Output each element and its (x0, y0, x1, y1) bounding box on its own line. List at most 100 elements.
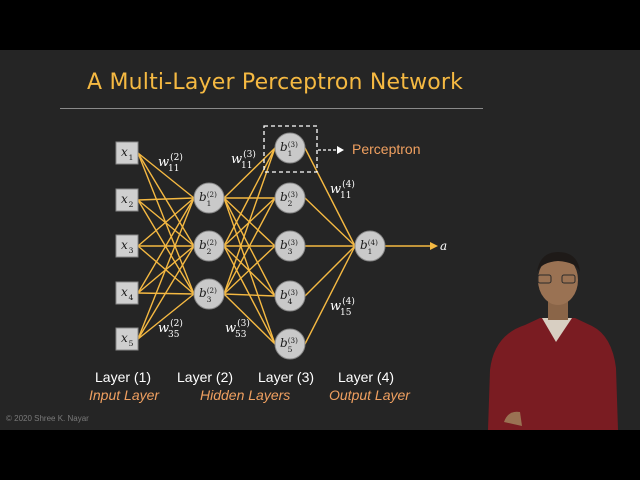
edge-b23-b32 (223, 197, 276, 295)
output-node-label: b(4)1 (360, 238, 378, 256)
hidden2-node-1-label: b(2)1 (199, 190, 217, 208)
edge-x3-b21 (137, 197, 195, 247)
edge-x5-b23 (137, 293, 195, 340)
hidden2-node-2-label-sup: (2) (207, 238, 217, 247)
hidden2-node-3-label: b(2)3 (199, 286, 217, 304)
edge-b35-b4 (304, 245, 356, 345)
edge-b32-b4 (304, 197, 356, 247)
presenter (488, 252, 618, 430)
title-underline (60, 108, 483, 109)
input-node-1-label-sub: 1 (128, 153, 133, 162)
hidden2-node-1-label-base: b (199, 190, 207, 204)
edge-b23-b33 (223, 245, 276, 295)
edge-x4-b21 (137, 197, 195, 294)
hidden3-node-4-label-sub: 4 (287, 297, 292, 306)
edge-x2-b23 (137, 199, 195, 295)
input-node-4-label-sub: 4 (128, 293, 133, 302)
hidden3-node-5-label-sup: (3) (288, 336, 298, 345)
input-node-1-label: x1 (121, 145, 133, 162)
hidden3-node-1-label: b(3)1 (280, 140, 298, 158)
nodes: x1x2x3x4x5b(2)1b(2)2b(2)3b(3)1b(3)2b(3)3… (115, 132, 447, 360)
hidden3-node-5-label: b(3)5 (280, 336, 298, 354)
hidden3-node-2-label-sub: 2 (287, 199, 292, 208)
hidden2-node-1 (193, 182, 225, 214)
hidden3-node-2-label-sup: (3) (288, 190, 298, 199)
hidden3-node-5 (274, 328, 306, 360)
layer-4-label: Layer (4) (338, 369, 395, 385)
slide-title: A Multi-Layer Perceptron Network (87, 70, 464, 95)
input-layer-caption: Input Layer (89, 387, 160, 403)
input-node-3-label-base: x (121, 238, 128, 252)
edge-b23-b34 (223, 293, 276, 297)
perceptron-box (263, 125, 318, 173)
perceptron-arrowhead (337, 146, 344, 154)
hidden3-node-3-label-sup: (3) (288, 238, 298, 247)
input-node-5 (115, 327, 139, 351)
hidden3-node-3 (274, 230, 306, 262)
edge-x2-b21 (137, 197, 195, 201)
network-diagram: Perceptron x1x2x3x4x5b(2)1b(2)2b(2)3b(3)… (115, 125, 447, 360)
copyright: © 2020 Shree K. Nayar (6, 414, 89, 423)
edges (137, 147, 438, 345)
output-node (354, 230, 386, 262)
input-node-2-label: x2 (121, 192, 133, 209)
output-layer-caption: Output Layer (329, 387, 410, 403)
hidden3-node-3-label-base: b (280, 238, 288, 252)
weight-w15_4: w(4)15 (330, 296, 355, 318)
weight-w53_3: w(3)53 (225, 318, 250, 340)
perceptron-callout: Perceptron (263, 125, 420, 173)
edge-b34-b4 (304, 245, 356, 297)
edge-x2-b22 (137, 199, 195, 247)
layer-1-label: Layer (1) (95, 369, 152, 385)
weight-labels: w(2)11w(2)35w(3)11w(3)53w(4)11w(4)15 (158, 149, 355, 340)
hidden3-node-2-label-base: b (280, 190, 288, 204)
output-node-label-sup: (4) (368, 238, 378, 247)
hidden3-node-1 (274, 132, 306, 164)
edge-b31-b4 (304, 147, 356, 247)
input-node-1 (115, 141, 139, 165)
input-node-3-label: x3 (121, 238, 133, 255)
hidden2-node-3-label-sup: (2) (207, 286, 217, 295)
hidden3-node-3-label: b(3)3 (280, 238, 298, 256)
input-node-2-label-sub: 2 (128, 200, 133, 209)
hidden3-node-4-label-base: b (280, 288, 288, 302)
hidden3-node-5-label-sub: 5 (287, 345, 292, 354)
hidden2-node-2 (193, 230, 225, 262)
hidden2-node-2-label-sub: 2 (206, 247, 211, 256)
edge-b22-b31 (223, 147, 276, 247)
output-value-label: a (440, 239, 447, 253)
edge-b23-b35 (223, 293, 276, 345)
hidden2-node-2-label-base: b (199, 238, 207, 252)
input-node-5-label-base: x (121, 331, 128, 345)
hidden2-node-3-label-sub: 3 (206, 295, 211, 304)
input-node-2 (115, 188, 139, 212)
edge-b21-b31 (223, 147, 276, 199)
hidden3-node-4 (274, 280, 306, 312)
layer-2-label: Layer (2) (177, 369, 234, 385)
hidden3-node-4-label-sup: (3) (288, 288, 298, 297)
hidden2-node-3 (193, 278, 225, 310)
weight-w11_2: w(2)11 (158, 152, 183, 174)
hidden2-node-2-label: b(2)2 (199, 238, 217, 256)
hidden3-node-2 (274, 182, 306, 214)
hidden2-node-1-label-sub: 1 (206, 199, 211, 208)
input-node-2-label-base: x (121, 192, 128, 206)
hidden2-node-1-label-sup: (2) (207, 190, 217, 199)
weight-w11_4: w(4)11 (330, 179, 355, 201)
input-node-5-label-sub: 5 (128, 339, 133, 348)
input-node-1-label-base: x (121, 145, 128, 159)
input-node-4 (115, 281, 139, 305)
edge-x5-b21 (137, 197, 195, 340)
output-node-label-sub: 1 (367, 247, 372, 256)
edge-x1-b21 (137, 152, 195, 199)
perceptron-label: Perceptron (352, 141, 420, 157)
hidden3-node-5-label-base: b (280, 336, 288, 350)
edge-x5-b22 (137, 245, 195, 340)
weight-w11_3: w(3)11 (231, 149, 256, 171)
input-node-3 (115, 234, 139, 258)
output-node-label-base: b (360, 238, 368, 252)
hidden3-node-1-label-sup: (3) (288, 140, 298, 149)
edge-b22-b34 (223, 245, 276, 297)
hidden3-node-3-label-sub: 3 (287, 247, 292, 256)
input-node-4-label: x4 (121, 285, 133, 302)
